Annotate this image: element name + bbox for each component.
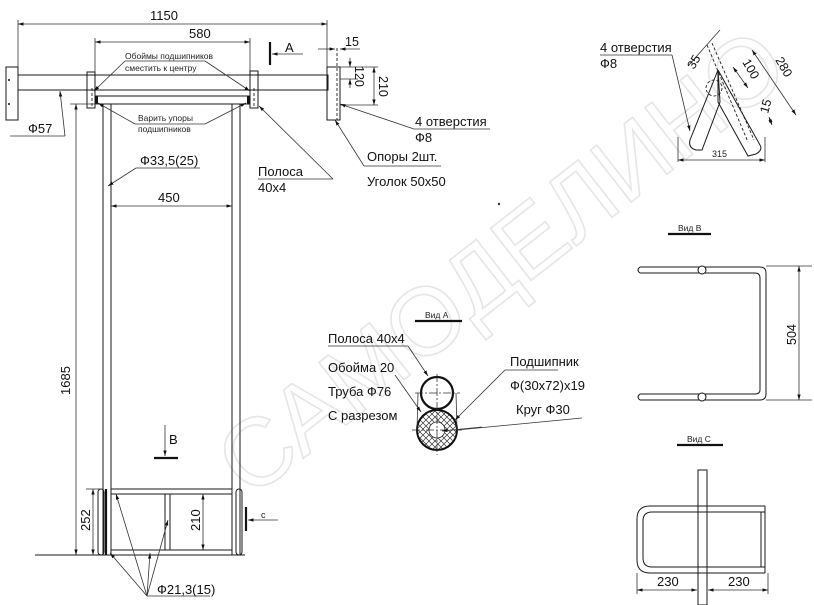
dim-base-height: 252: [78, 509, 93, 531]
label-base-pipe: Ф21,3(15): [157, 582, 215, 597]
angle-label-holes-2: Ф8: [600, 56, 617, 71]
label-supports-1: Опоры 2шт.: [367, 149, 437, 164]
view-a-label-pipe: Труба Ф76: [328, 384, 391, 399]
angle-dim-15: 15: [757, 98, 774, 115]
dim-flange-offset: 15: [345, 35, 359, 49]
main-view: 1150 580 А Обоймы подшипников сместить к…: [5, 8, 490, 597]
dim-hole-spacing: 120: [352, 66, 366, 87]
view-a-label-housing: Обойма 20: [328, 360, 394, 375]
view-a-label-cut: С разрезом: [328, 408, 397, 423]
view-b-title: Вид В: [678, 223, 702, 233]
section-b-label: В: [169, 432, 178, 447]
label-holes-1: 4 отверстия: [415, 114, 487, 129]
view-b-dim-height: 504: [785, 324, 799, 345]
view-c-dim-right: 230: [728, 574, 750, 589]
view-c-dim-left: 230: [657, 574, 679, 589]
view-b: Вид В 504: [637, 223, 812, 402]
dim-frame-width: 450: [158, 190, 180, 205]
watermark: САМОДЕЛИНО: [197, 8, 806, 516]
label-supports-2: Уголок 50x50: [367, 174, 446, 189]
right-support-plate: [326, 66, 341, 121]
label-axle-pipe: Ф57: [28, 121, 52, 136]
view-a: Вид А Полоса 40x4 Обойма 20 Труба Ф76 С …: [328, 310, 585, 455]
view-a-label-bearing-2: Ф(30x72)x19: [510, 378, 585, 393]
angle-dim-315: 315: [712, 149, 727, 159]
dim-total-width: 1150: [150, 8, 178, 23]
view-a-label-strip: Полоса 40x4: [328, 331, 405, 346]
dim-flange-height: 210: [376, 76, 390, 97]
bearing-housing-right: [249, 70, 259, 109]
note-weld-stops-2: подшипников: [138, 124, 191, 134]
dim-height: 1685: [58, 366, 73, 395]
view-a-label-round: Круг Ф30: [516, 402, 570, 417]
note-weld-stops-1: Варить упоры: [138, 113, 193, 123]
dim-base-inner: 210: [188, 509, 203, 531]
strip-crossbar: [94, 95, 251, 105]
label-frame-pipe: Ф33,5(25): [140, 153, 198, 168]
note-bearing-housings-1: Обоймы подшипников: [125, 51, 214, 61]
axle-pipe: [17, 74, 329, 91]
label-strip-2: 40x4: [258, 180, 286, 195]
label-strip-1: Полоса: [258, 164, 304, 179]
view-a-label-bearing-1: Подшипник: [510, 354, 579, 369]
angle-label-holes-1: 4 отверстия: [600, 40, 672, 55]
left-end-plate: [5, 66, 19, 121]
dim-inner-width: 580: [189, 26, 211, 41]
section-c-label: с: [261, 510, 266, 520]
label-holes-2: Ф8: [415, 130, 432, 145]
angle-dim-35: 35: [684, 52, 703, 71]
view-c-title: Вид С: [687, 434, 711, 444]
section-a-label: А: [285, 40, 294, 55]
view-c: Вид С 230 230: [636, 434, 769, 605]
note-bearing-housings-2: сместить к центру: [125, 63, 197, 73]
view-a-title: Вид А: [425, 310, 449, 320]
